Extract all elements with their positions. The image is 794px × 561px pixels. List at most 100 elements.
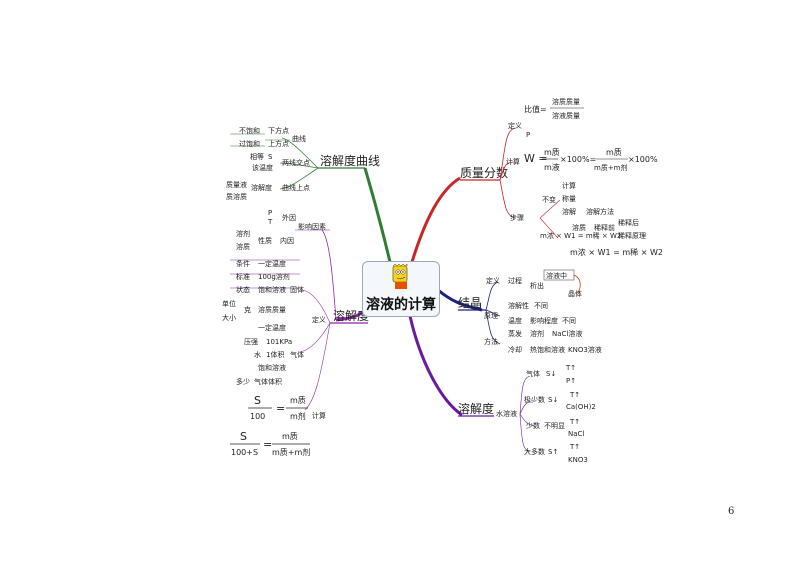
method-label: 方法 [484,337,498,346]
mass-solute-label: 质溶质 [226,192,247,201]
solubility-left-title: 溶解度 [333,308,369,323]
formula2-eq: = [263,438,272,451]
trunk-solub-right [408,315,463,417]
very-few-row: 极少数 [524,395,545,404]
factor-p: P [268,209,272,217]
state-value: 饱和溶液 [258,285,286,294]
state-label: 状态 [236,285,250,294]
cartoon-character-icon [392,264,408,289]
gas-p: P↑ [566,377,576,385]
solute-label: 稀释前 [594,223,615,232]
gas-row: 气体 [526,369,540,378]
temperature-label: 该温度 [252,163,273,172]
formula-2: S 100+S = m质 m质+m剂 [230,430,310,457]
amount-label: 多少 [236,377,250,386]
kno3-solution: KNO3溶液 [568,345,602,354]
formula2-sum: m质+m剂 [272,447,310,457]
dilution-principle: m浓 × W1 = m稀 × W2 [540,231,621,240]
definition-label: 定义 [312,315,326,324]
principle-label: 原理 [484,312,498,320]
w-num: m质 [544,147,560,157]
gas-t: T↑ [565,364,576,372]
few-t: T↑ [569,418,580,426]
w-den2: m质+m剂 [594,163,628,172]
trunk-crystal [437,288,483,312]
most-t: T↑ [569,443,580,451]
influence-label: 影响程度 [530,316,558,325]
w-eq: ×100%= [560,155,596,164]
factor-property: 性质 [258,236,272,245]
curve-title: 溶解度曲线 [320,153,380,168]
nacl-label: NaCl [568,430,584,438]
gas-label: 气体 [290,350,304,359]
solubility-diff: 溶解性 [508,301,529,310]
gram-label: 克 [244,306,251,314]
step-dissolve: 溶解 [562,207,576,216]
mass-title: 质量分数 [460,165,508,180]
gas-s: S↓ [546,370,556,378]
steps-label: 不变 [542,195,556,204]
center-title: 溶液的计算 [366,297,436,313]
gas-volume-label: 气体体积 [254,377,282,386]
factor-t: T [267,218,273,226]
most-row: 大多数 [524,447,545,456]
formula1-mj: m剂 [290,411,306,421]
factor-internal: 内因 [280,236,294,245]
after-dilution: 稀释原理 [618,231,646,240]
below-point-label: 下方点 [268,126,289,135]
dilution-formula: m浓 × W1 = m稀 × W2 [570,247,663,257]
precipitate: 析出 [530,281,544,290]
dissolve-method: 溶解方法 [586,207,614,216]
solute-mass-label: 溶质质量 [258,305,286,314]
on-curve-label: 曲线上点 [282,183,310,192]
unit-label: 单位 [222,299,236,308]
std-value: 100g溶剂 [258,272,290,281]
mass-p-label: P [526,131,530,139]
before-dilution: 稀释后 [618,218,639,227]
nacl-solution: NaCl溶液 [552,329,582,338]
const-temp-label: 一定温度 [258,323,286,332]
std-label: 标准 [236,272,250,281]
ratio-den: 溶液质量 [552,111,580,120]
diff-value: 不同 [534,302,548,310]
step-calc: 计算 [562,181,576,190]
most-s: S↑ [548,448,558,456]
s-label: S [268,153,273,161]
solubility-label: 溶解度 [251,183,272,192]
size-label: 大小 [222,313,236,322]
cool-label: 冷却 [508,345,522,354]
kno3-label: KNO3 [568,456,588,464]
above-point-label: 上方点 [268,139,289,148]
formula2-mq: m质 [282,431,298,441]
water-label: 水 [254,350,261,359]
unsaturated-label: 不饱和 [239,126,260,135]
formula1-s: S [254,394,261,407]
solubility-right-title: 溶解度 [458,401,494,416]
solvent-label: 溶剂 [530,329,544,338]
trunk-curve [363,167,392,263]
crystal-title: 结晶 [458,296,482,310]
supersaturated-label: 过饱和 [239,139,260,148]
formula2-100s: 100+S [231,448,258,457]
mass-def-label: 定义 [508,121,522,130]
ratio-num: 溶质质量 [552,97,580,106]
temp-label: 温度 [508,316,522,325]
very-few-t: T↑ [569,391,580,399]
crystal-label: 晶体 [568,289,582,298]
factors-title: 影响因素 [298,222,326,231]
hot-saturated: 热饱和溶液 [530,345,565,354]
very-few-s: S↓ [548,396,558,404]
trunk-mass [410,176,461,263]
ratio-label: 比值= [524,104,547,114]
w-label: W = [524,152,548,165]
formula1-eq: = [276,402,285,415]
in-solution: 溶液中 [546,271,567,280]
equal-label: 相等 [250,152,264,161]
w-num2: m质 [606,147,622,157]
factor-solvent: 溶剂 [236,229,250,238]
w-percent: ×100% [628,155,658,164]
curve-label: 曲线 [292,134,306,143]
pressure-label: 压强 [244,338,258,346]
caoh2-label: Ca(OH)2 [566,403,596,411]
